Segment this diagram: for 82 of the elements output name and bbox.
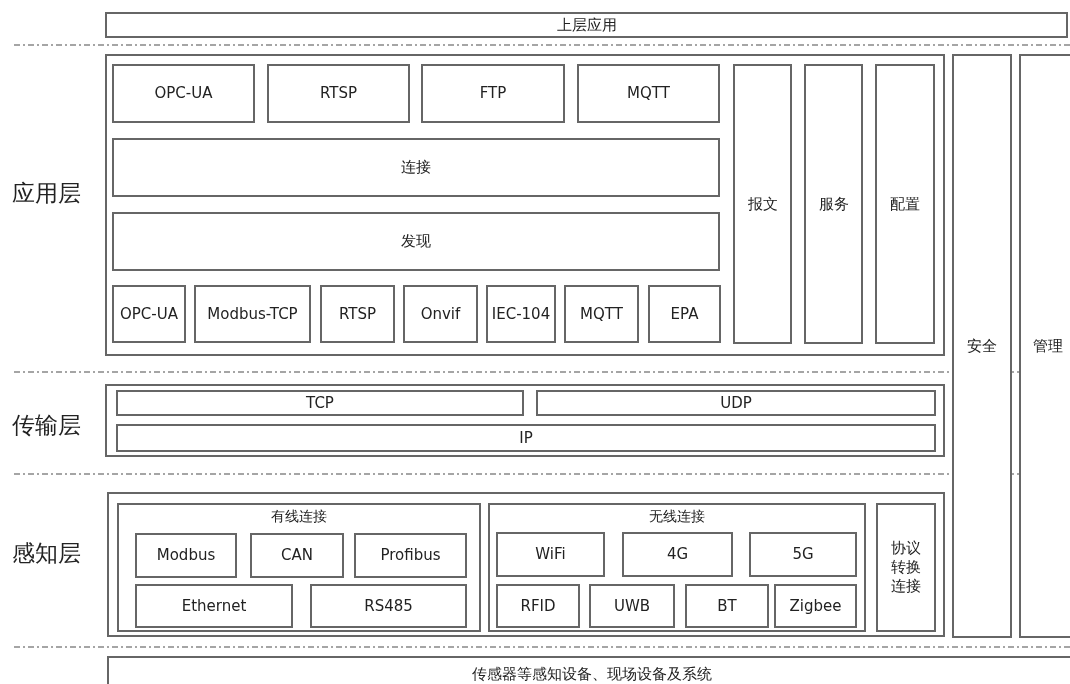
label-box: [320, 285, 395, 343]
box-label: Zigbee: [789, 596, 842, 616]
box-label: 发现: [401, 232, 431, 251]
label-box: [250, 533, 344, 578]
label-box: [107, 656, 1070, 684]
layer-label: 应用层: [12, 179, 81, 208]
label-box: [589, 584, 675, 628]
label-box: [536, 390, 936, 416]
label-box: [421, 64, 565, 123]
group-heading: 有线连接: [271, 508, 327, 526]
box-label: Modbus: [156, 546, 216, 565]
box-label: Profibus: [380, 546, 441, 565]
label-box: [486, 285, 556, 343]
layer-label: 传输层: [12, 411, 81, 440]
label-box: [116, 424, 936, 452]
label-box: [135, 533, 237, 578]
label-box: [774, 584, 857, 628]
box-label: IEC-104: [491, 304, 551, 324]
box-label: 管理: [1032, 336, 1063, 356]
box-label: MQTT: [627, 84, 670, 103]
label-box: [496, 532, 605, 577]
label-box: [804, 64, 863, 344]
box-label: OPC-UA: [154, 84, 213, 103]
layer-label: 感知层: [12, 539, 81, 568]
label-box: [135, 584, 293, 628]
box-label: 报文: [747, 194, 778, 214]
label-box: [577, 64, 720, 123]
label-box: [267, 64, 410, 123]
box-label: OPC-UA: [120, 304, 178, 324]
label-box: [112, 212, 720, 271]
label-box: [648, 285, 721, 343]
box-label: FTP: [479, 84, 507, 103]
box-label: RS485: [364, 596, 413, 616]
label-box: [310, 584, 467, 628]
box-label: 5G: [792, 545, 814, 564]
box-label: 传感器等感知设备、现场设备及系统: [471, 664, 712, 684]
label-box: [622, 532, 733, 577]
box-label: 安全: [967, 336, 997, 356]
box-label: BT: [717, 596, 737, 616]
box-label: TCP: [306, 393, 334, 413]
box-label: 上层应用: [556, 15, 617, 35]
label-box: [354, 533, 467, 578]
box-label: CAN: [281, 546, 313, 565]
layer-panel: [105, 384, 945, 457]
box-label: EPA: [670, 304, 699, 324]
label-box: [496, 584, 580, 628]
group-box: [488, 503, 866, 632]
box-label: MQTT: [580, 304, 623, 324]
box-label: Onvif: [420, 304, 461, 324]
label-box: [685, 584, 769, 628]
box-label: UWB: [613, 596, 651, 616]
group-heading: 无线连接: [649, 508, 705, 526]
box-label: 连接: [401, 158, 431, 177]
label-box: [749, 532, 857, 577]
box-label: RTSP: [319, 84, 358, 103]
label-box: [105, 12, 1068, 38]
layer-panel: [107, 492, 945, 637]
label-box: [1019, 54, 1070, 638]
label-box: [112, 64, 255, 123]
label-box: [194, 285, 311, 343]
box-label: IP: [519, 428, 533, 448]
box-label: Ethernet: [181, 596, 247, 616]
group-box: [117, 503, 481, 632]
box-label: RFID: [520, 596, 556, 616]
box-label: 4G: [666, 545, 689, 564]
label-box: [875, 64, 935, 344]
label-box: [564, 285, 639, 343]
box-label: RTSP: [338, 304, 377, 324]
label-box: [403, 285, 478, 343]
label-box: [116, 390, 524, 416]
box-label: UDP: [720, 393, 752, 413]
box-label: 配置: [890, 194, 920, 214]
box-label: 服务: [818, 194, 849, 214]
box-label: WiFi: [535, 545, 566, 564]
box-label: Modbus-TCP: [207, 304, 298, 324]
layer-panel: [105, 54, 945, 356]
label-box: [952, 54, 1012, 638]
label-box: [733, 64, 792, 344]
label-box: [112, 285, 186, 343]
label-box: [112, 138, 720, 197]
box-label: 协议转换连接: [890, 539, 922, 596]
label-box: [876, 503, 936, 632]
